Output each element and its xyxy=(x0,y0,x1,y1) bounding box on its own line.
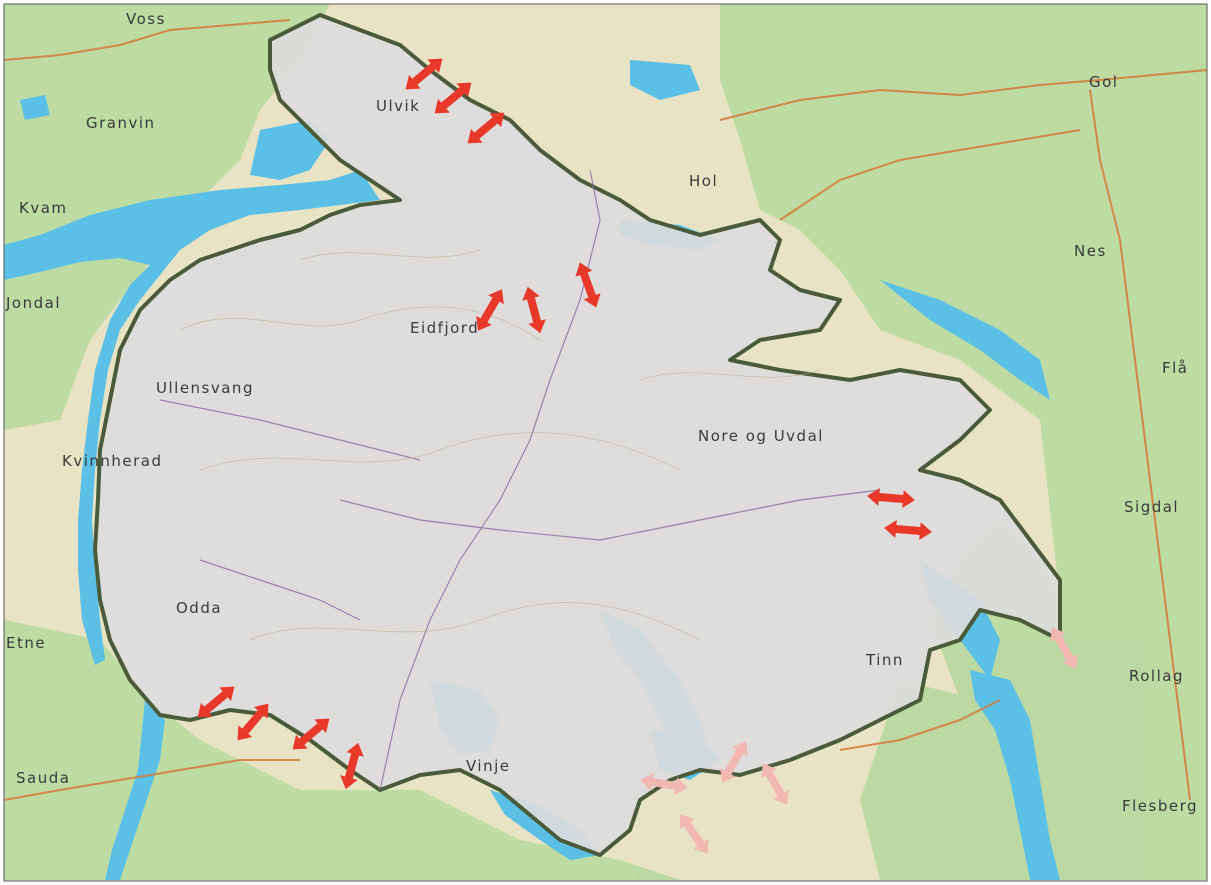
protected-area xyxy=(93,13,1062,857)
label-voss: Voss xyxy=(126,10,166,28)
label-flesberg: Flesberg xyxy=(1122,797,1198,815)
label-fla: Flå xyxy=(1162,359,1189,377)
label-sigdal: Sigdal xyxy=(1124,498,1179,516)
label-nore-og-uvdal: Nore og Uvdal xyxy=(698,427,824,445)
label-vinje: Vinje xyxy=(466,757,511,775)
label-tinn: Tinn xyxy=(865,651,904,669)
label-odda: Odda xyxy=(176,599,222,617)
label-kvinnherad: Kvinnherad xyxy=(62,452,163,470)
terrain-lines xyxy=(179,249,821,641)
place-labels: Voss Granvin Ulvik Gol Hol Kvam Nes Jond… xyxy=(5,10,1198,815)
label-nes: Nes xyxy=(1074,242,1107,260)
roads xyxy=(3,19,1208,801)
municipal-boundaries xyxy=(159,169,881,791)
ulvik-fjord xyxy=(250,120,330,180)
label-sauda: Sauda xyxy=(16,769,70,787)
label-eidfjord: Eidfjord xyxy=(410,319,479,337)
label-ulvik: Ulvik xyxy=(376,97,420,115)
lake-east xyxy=(880,280,1050,400)
label-etne: Etne xyxy=(6,634,46,652)
map-frame xyxy=(3,3,1208,882)
sorfjord xyxy=(105,700,165,880)
label-jondal: Jondal xyxy=(5,294,61,312)
label-granvin: Granvin xyxy=(86,114,156,132)
label-kvam: Kvam xyxy=(19,199,68,217)
label-gol: Gol xyxy=(1089,73,1118,91)
label-ullensvang: Ullensvang xyxy=(156,379,254,397)
label-hol: Hol xyxy=(689,172,718,190)
lake-tinnsjo xyxy=(970,670,1060,880)
lake-north xyxy=(630,60,700,100)
label-rollag: Rollag xyxy=(1129,667,1184,685)
lake-nw xyxy=(20,95,50,120)
